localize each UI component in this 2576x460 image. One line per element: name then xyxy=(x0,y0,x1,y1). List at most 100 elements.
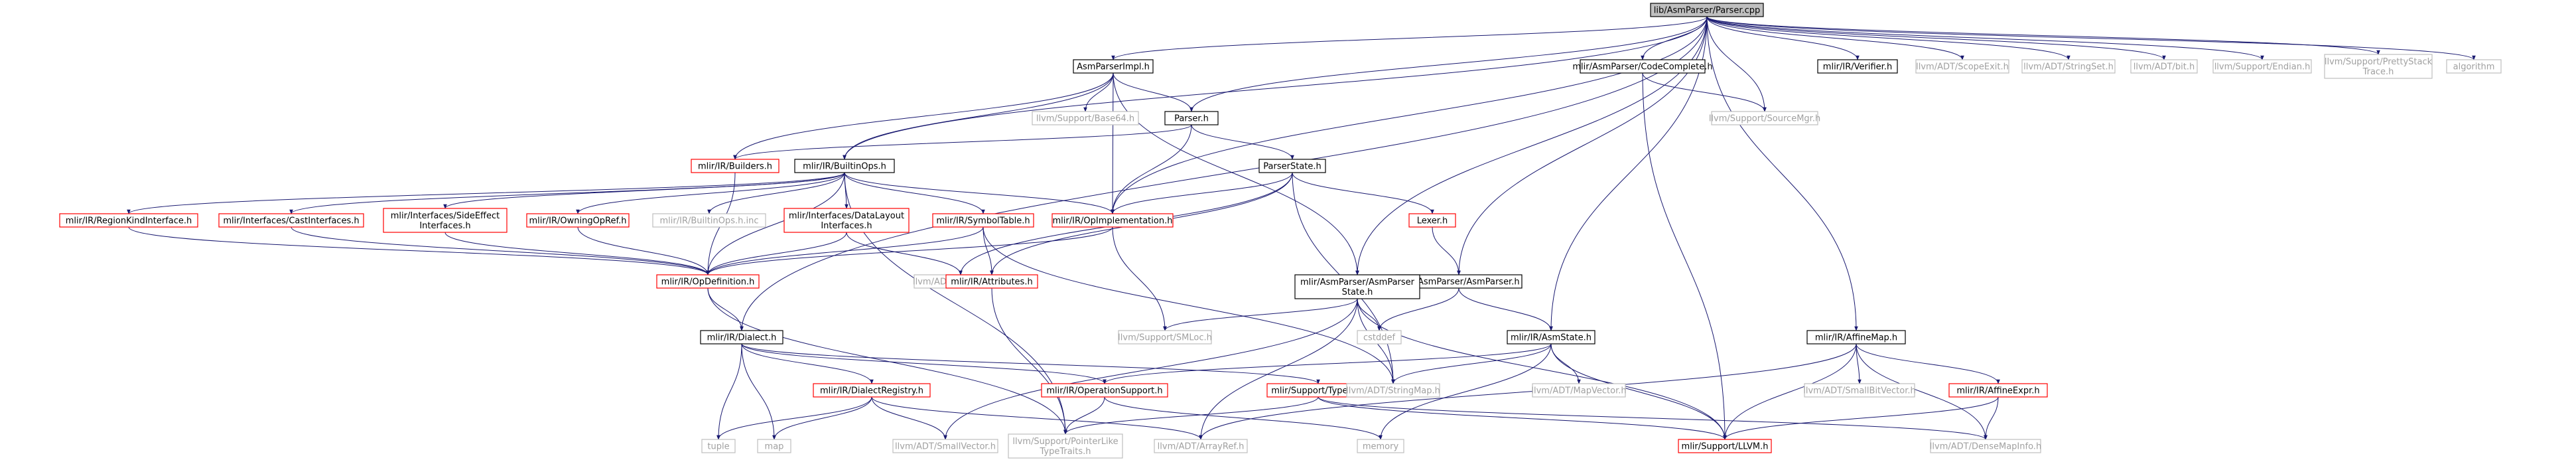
edge-parser-to-opimpl xyxy=(1111,124,1192,214)
node-dialectregistry[interactable]: mlir/IR/DialectRegistry.h xyxy=(813,383,931,398)
node-operationsupport[interactable]: mlir/IR/OperationSupport.h xyxy=(1041,383,1168,398)
node-llvmh[interactable]: mlir/Support/LLVM.h xyxy=(1678,439,1772,453)
node-label-base64: llvm/Support/Base64.h xyxy=(1036,114,1134,124)
node-box-llvmh xyxy=(1678,439,1772,453)
node-label-dialect: mlir/IR/Dialect.h xyxy=(707,333,777,343)
node-label-pointerlike-line1: llvm/Support/PointerLike xyxy=(1012,437,1118,447)
node-asmstate[interactable]: mlir/IR/AsmState.h xyxy=(1507,330,1595,345)
edge-root-to-affinemap xyxy=(1706,16,1858,331)
node-label-verifier: mlir/IR/Verifier.h xyxy=(1823,62,1892,72)
node-asmparserimpl[interactable]: AsmParserImpl.h xyxy=(1073,59,1154,74)
node-label-builtinops: mlir/IR/BuiltinOps.h xyxy=(803,162,886,172)
node-builtinopsinc: mlir/IR/BuiltinOps.h.inc xyxy=(652,213,766,228)
node-stringset: llvm/ADT/StringSet.h xyxy=(2021,59,2116,74)
edge-opdefinition-to-pointerlike xyxy=(707,287,1067,435)
node-box-densemapinfo xyxy=(1930,439,2041,453)
node-box-castinterfaces xyxy=(218,213,364,228)
node-verifier[interactable]: mlir/IR/Verifier.h xyxy=(1817,59,1898,74)
edge-root-to-dialect xyxy=(740,16,1708,331)
node-label-parserstate: ParserState.h xyxy=(1263,162,1321,172)
node-smallvector: llvm/ADT/SmallVector.h xyxy=(892,439,998,453)
edge-builtinops-to-regionkind xyxy=(127,172,845,214)
node-label-map: map xyxy=(765,442,784,452)
node-box-cstddef xyxy=(1357,330,1402,345)
node-box-symboltable xyxy=(932,213,1034,228)
edge-asmparser-to-cstddef xyxy=(1377,287,1459,331)
node-label-owningopref: mlir/IR/OwningOpRef.h xyxy=(529,216,627,226)
node-label-affinemap: mlir/IR/AffineMap.h xyxy=(1815,333,1897,343)
node-opdefinition[interactable]: mlir/IR/OpDefinition.h xyxy=(656,274,760,289)
node-label-densemapinfo: llvm/ADT/DenseMapInfo.h xyxy=(1930,442,2041,452)
edge-asmparserstate-to-llvmh xyxy=(1357,298,1727,440)
node-label-mapvector: llvm/ADT/MapVector.h xyxy=(1531,386,1626,396)
node-attributes[interactable]: mlir/IR/Attributes.h xyxy=(945,274,1038,289)
edge-dialect-to-typeid xyxy=(741,343,1320,384)
node-codecomplete[interactable]: mlir/AsmParser/CodeComplete.h xyxy=(1572,59,1713,74)
node-box-dialectregistry xyxy=(813,383,931,398)
node-densemapinfo: llvm/ADT/DenseMapInfo.h xyxy=(1930,439,2041,453)
node-scopeexit: llvm/ADT/ScopeExit.h xyxy=(1915,59,2009,74)
edge-codecomplete-to-llvmh xyxy=(1642,72,1727,440)
node-affineexpr[interactable]: mlir/IR/AffineExpr.h xyxy=(1948,383,2048,398)
edge-typeid-to-pointerlike xyxy=(1063,396,1319,435)
edge-asmstate-to-llvmh xyxy=(1550,343,1727,440)
node-box-endian xyxy=(2212,59,2312,74)
edge-builtinops-to-symboltable xyxy=(844,172,985,214)
edge-asmparserimpl-to-asmparserstate xyxy=(1113,72,1359,275)
node-box-smallvector xyxy=(892,439,998,453)
node-label-typeid: mlir/Support/TypeID.h xyxy=(1271,386,1365,396)
edge-attributes-to-pointerlike xyxy=(991,287,1067,435)
node-parserstate[interactable]: ParserState.h xyxy=(1258,159,1326,173)
node-regionkind[interactable]: mlir/IR/RegionKindInterface.h xyxy=(59,213,198,228)
node-label-asmstate: mlir/IR/AsmState.h xyxy=(1511,333,1592,343)
node-box-datalayout xyxy=(783,208,910,233)
edge-asmparserstate-to-smallvector xyxy=(943,298,1358,440)
node-box-verifier xyxy=(1817,59,1898,74)
node-asmparser[interactable]: mlir/AsmParser/AsmParser.h xyxy=(1395,274,1523,289)
edge-operationsupport-to-pointerlike xyxy=(1063,396,1105,435)
node-box-asmparserimpl xyxy=(1073,59,1154,74)
node-parser[interactable]: Parser.h xyxy=(1164,111,1219,125)
node-label-prettystack-line1: llvm/Support/PrettyStack xyxy=(2325,57,2433,67)
node-label-arrayref: llvm/ADT/ArrayRef.h xyxy=(1158,442,1245,452)
node-label-asmparserstate-line1: mlir/AsmParser/AsmParser xyxy=(1300,277,1415,287)
node-box-dialect xyxy=(700,330,783,345)
node-label-smloc: llvm/Support/SMLoc.h xyxy=(1118,333,1212,343)
node-label-opimpl: mlir/IR/OpImplementation.h xyxy=(1053,216,1173,226)
edge-dialect-to-map xyxy=(741,343,776,440)
node-typeid[interactable]: mlir/Support/TypeID.h xyxy=(1266,383,1370,398)
edge-regionkind-to-opdefinition xyxy=(128,226,710,275)
node-dialect[interactable]: mlir/IR/Dialect.h xyxy=(700,330,783,345)
node-affinemap[interactable]: mlir/IR/AffineMap.h xyxy=(1806,330,1906,345)
edge-affinemap-to-smallbitvector xyxy=(1856,343,1862,384)
edge-root-to-scopeexit xyxy=(1706,16,1964,60)
node-lexer[interactable]: Lexer.h xyxy=(1408,213,1456,228)
edge-parser-to-builders xyxy=(733,124,1192,160)
edge-root-to-endian xyxy=(1706,16,2264,60)
node-mapvector: llvm/ADT/MapVector.h xyxy=(1531,383,1627,398)
node-symboltable[interactable]: mlir/IR/SymbolTable.h xyxy=(932,213,1034,228)
edge-affinemap-to-llvmh xyxy=(1723,343,1857,440)
node-opimpl[interactable]: mlir/IR/OpImplementation.h xyxy=(1051,213,1174,228)
node-label-smallbitvector: llvm/ADT/SmallBitVector.h xyxy=(1803,386,1916,396)
edge-datalayout-to-opdefinition xyxy=(706,232,847,275)
node-castinterfaces[interactable]: mlir/Interfaces/CastInterfaces.h xyxy=(218,213,364,228)
node-box-tuple xyxy=(701,439,736,453)
edge-typeid-to-llvmh xyxy=(1318,396,1727,440)
edge-builtinops-to-castinterfaces xyxy=(289,172,845,214)
node-box-codecomplete xyxy=(1580,59,1706,74)
edge-affinemap-to-affineexpr xyxy=(1856,343,2000,384)
node-label-parser: Parser.h xyxy=(1174,114,1209,124)
node-builders[interactable]: mlir/IR/Builders.h xyxy=(691,159,780,173)
node-label-pointerlike-line2: TypeTraits.h xyxy=(1039,447,1091,457)
node-box-builders xyxy=(691,159,780,173)
node-builtinops[interactable]: mlir/IR/BuiltinOps.h xyxy=(794,159,895,173)
node-label-memory: memory xyxy=(1363,442,1399,452)
node-label-endian: llvm/Support/Endian.h xyxy=(2214,62,2311,72)
node-owningopref[interactable]: mlir/IR/OwningOpRef.h xyxy=(526,213,630,228)
node-root[interactable]: lib/AsmParser/Parser.cpp xyxy=(1650,3,1764,17)
node-box-owningopref xyxy=(526,213,630,228)
